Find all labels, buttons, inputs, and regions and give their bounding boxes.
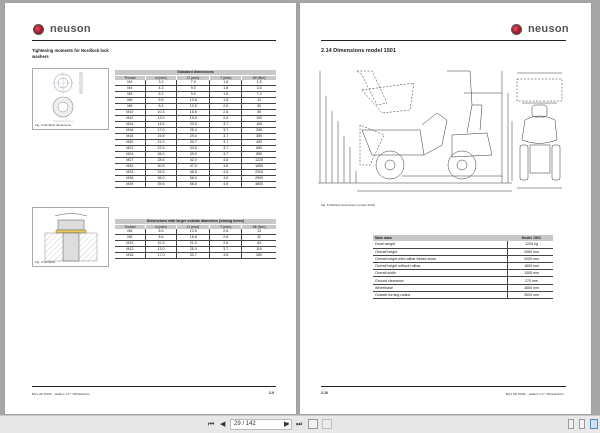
page-number: 2-9	[269, 391, 275, 395]
figure-nordlock-dimensions: Fig. 3 Nordlock dimensions	[32, 68, 109, 130]
copy-page-icon[interactable]	[308, 419, 318, 429]
page-title: Tightening moments for Nordlock lock was…	[32, 48, 109, 59]
header-rule	[32, 40, 276, 41]
standard-dimensions-table: Standard dimensions Thread d (mm) D (mm)…	[115, 70, 276, 188]
section-title: 2.14 Dimensions model 1501	[321, 48, 396, 54]
last-page-button[interactable]: ⏭	[296, 421, 303, 428]
figure-nordlock-bolt: Fig. 4 Nordlock	[32, 207, 109, 267]
previous-page-button[interactable]: ◀	[220, 421, 226, 428]
single-page-view-icon[interactable]	[568, 419, 574, 429]
nordlock-washer-icon	[52, 72, 83, 122]
page-number: 2-10	[321, 391, 329, 395]
larger-diameter-table: Dimensions with larger outside diameters…	[115, 219, 276, 259]
page-dropdown-icon[interactable]: ▾	[286, 421, 289, 427]
paste-page-icon[interactable]	[322, 419, 332, 429]
footer-text: BA's H8 1501b – Edition 1.0 * 1501a210.f…	[506, 392, 564, 396]
page-2-9: neuson Tightening moments for Nordlock l…	[5, 3, 296, 414]
neuson-logo-icon	[511, 23, 522, 35]
two-page-view-icon[interactable]	[590, 419, 598, 429]
bolt-with-washer-icon	[44, 213, 98, 262]
neuson-logo: neuson	[33, 23, 91, 35]
dumper-dimension-drawing	[318, 70, 563, 192]
navigation-toolbar: ⏮ ◀ 29 / 142 ▾ ▶ ⏭	[0, 415, 600, 433]
page-2-10: neuson 2.14 Dimensions model 1501	[300, 3, 591, 414]
continuous-view-icon[interactable]	[579, 419, 585, 429]
footer-rule	[32, 386, 276, 387]
first-page-button[interactable]: ⏮	[208, 421, 215, 428]
header-rule	[321, 40, 566, 41]
footer-text: BA's H8 1501b – Edition 1.0 * 1501a210.f…	[32, 392, 90, 396]
footer-rule	[321, 386, 566, 387]
neuson-logo-icon	[33, 23, 44, 35]
neuson-logo: neuson	[511, 23, 569, 35]
figure-caption: Fig. 5 Machine dimensions (model 1501)	[321, 203, 376, 207]
page-number-field[interactable]: 29 / 142 ▾	[230, 419, 292, 430]
next-page-button[interactable]: ▶	[284, 421, 290, 428]
